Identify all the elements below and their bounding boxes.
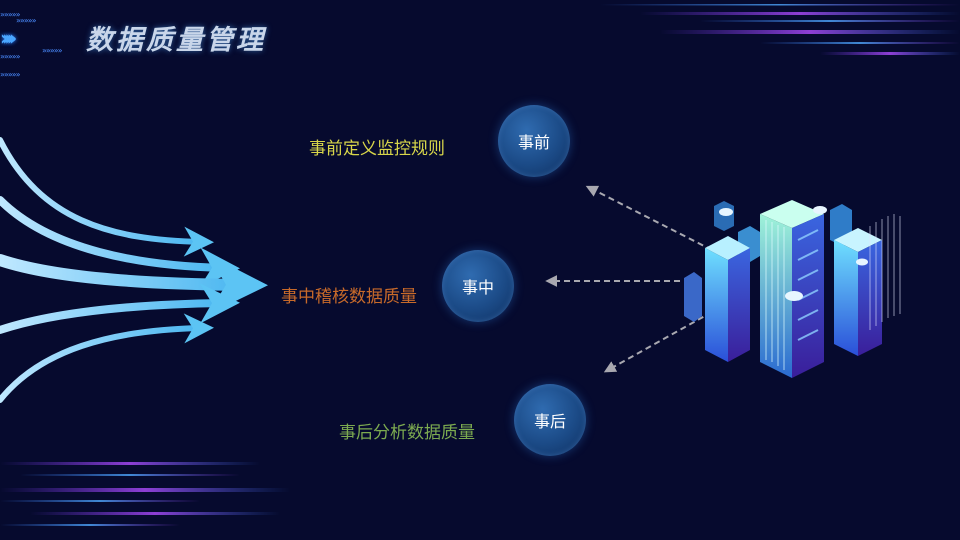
page-title: 数据质量管理 xyxy=(86,25,266,56)
bottom-left-streaks xyxy=(0,462,290,526)
top-right-streaks xyxy=(600,4,960,55)
chevron-decor-small-icon: »»»»» xyxy=(16,16,37,25)
stage-badge-before: 事前 xyxy=(498,105,570,177)
stage-badge-during: 事中 xyxy=(442,250,514,322)
isometric-city-buildings-icon xyxy=(684,200,901,378)
stage-badge-after: 事后 xyxy=(514,384,586,456)
stage-label-during: 事中稽核数据质量 xyxy=(281,287,417,307)
flow-arrows xyxy=(0,137,268,403)
stage-badge-text: 事后 xyxy=(533,412,566,431)
chevron-decor-small-icon: »»»»» xyxy=(0,52,21,61)
stage-badge-text: 事前 xyxy=(517,133,550,152)
dashed-connectors xyxy=(545,185,713,373)
stage-label-after: 事后分析数据质量 xyxy=(339,423,475,443)
chevron-decor-small-icon: »»»»» xyxy=(42,46,63,55)
stage-badge-text: 事中 xyxy=(461,278,494,297)
chevron-decor-icon: ››››› xyxy=(0,26,17,50)
chevron-decor-small-icon: »»»»» xyxy=(0,10,21,19)
chevron-decor-small-icon: »»»»» xyxy=(0,70,21,79)
stage-label-before: 事前定义监控规则 xyxy=(309,139,445,159)
